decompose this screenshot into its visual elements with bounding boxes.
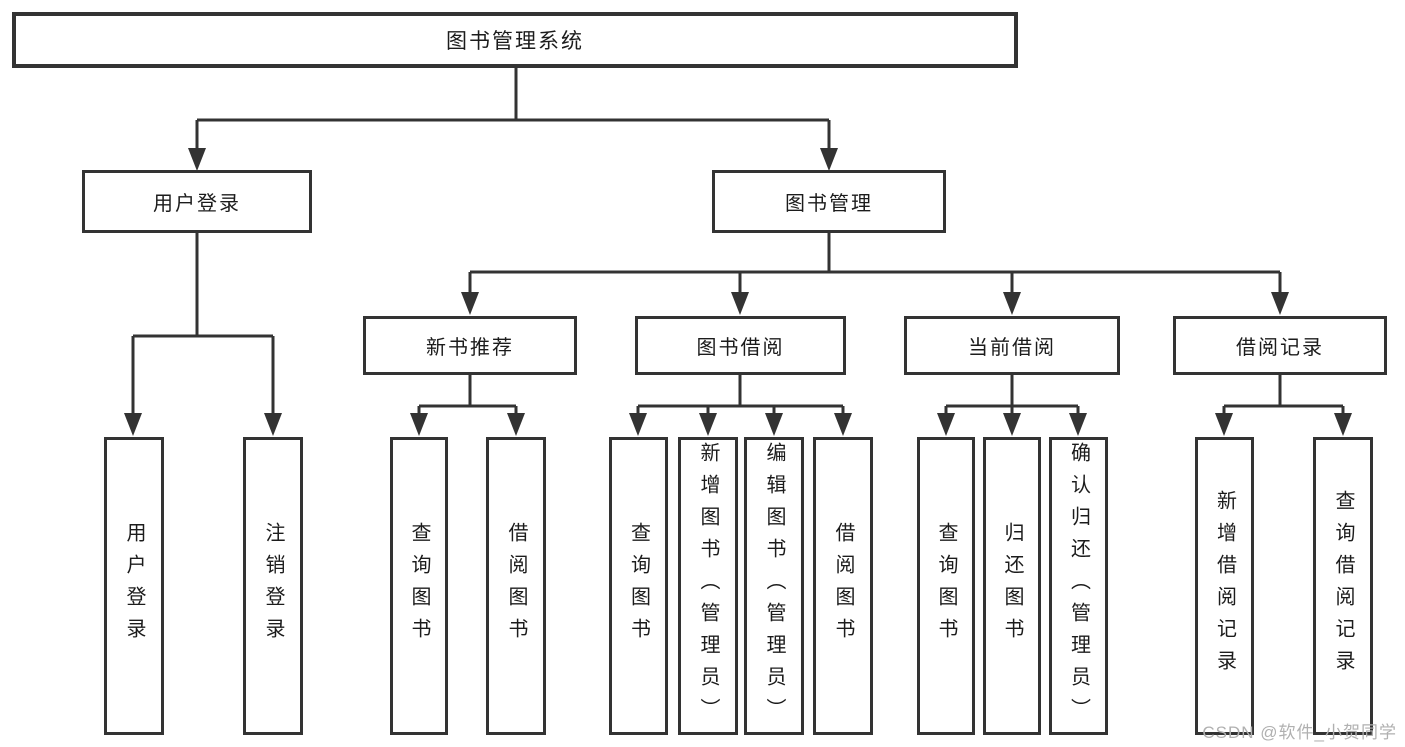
arrow-icon: [937, 413, 955, 436]
node-label: 借阅记录: [1236, 337, 1324, 359]
node-return-books: 归还图书: [983, 437, 1041, 735]
watermark: CSDN @软件_小贺同学: [1202, 723, 1397, 742]
connector-current-borrowing: [944, 375, 1080, 414]
node-label: 查询图书: [627, 522, 650, 650]
arrow-icon: [1334, 413, 1352, 436]
node-label: 新增借阅记录: [1213, 490, 1236, 682]
node-label: 借阅图书: [505, 522, 527, 650]
node-logout: 注销登录: [243, 437, 303, 735]
node-edit-books-admin: 编辑图书（管理员）: [744, 437, 804, 735]
arrow-icon: [410, 413, 428, 436]
node-user-login-leaf: 用户登录: [104, 437, 164, 735]
node-confirm-return-admin: 确认归还（管理员）: [1049, 437, 1108, 735]
arrow-icon: [461, 292, 479, 315]
node-borrowing-records: 借阅记录: [1173, 316, 1387, 375]
node-label: 编辑图书（管理员）: [763, 442, 785, 730]
node-label: 查询图书: [935, 522, 957, 650]
arrow-icon: [731, 292, 749, 315]
arrow-icon: [1271, 292, 1289, 315]
connector-new-book-recommend: [417, 375, 518, 414]
arrowheads: [124, 148, 1352, 436]
connector-root: [195, 68, 831, 149]
node-library-management-system: 图书管理系统: [12, 12, 1018, 68]
connector-user-login: [131, 233, 275, 414]
arrow-icon: [629, 413, 647, 436]
node-borrow-books: 借阅图书: [813, 437, 873, 735]
node-new-book-recommend: 新书推荐: [363, 316, 577, 375]
arrow-icon: [507, 413, 525, 436]
connector-book-borrowing: [636, 375, 845, 414]
arrow-icon: [1003, 292, 1021, 315]
connector-borrowing-records: [1222, 375, 1345, 414]
node-label: 查询借阅记录: [1332, 490, 1354, 682]
arrow-icon: [820, 148, 838, 171]
node-book-management: 图书管理: [712, 170, 946, 233]
node-label: 新增图书（管理员）: [697, 442, 719, 730]
node-query-books-borrowing: 查询图书: [609, 437, 668, 735]
node-query-books-current: 查询图书: [917, 437, 975, 735]
arrow-icon: [124, 413, 142, 436]
node-add-borrow-record: 新增借阅记录: [1195, 437, 1254, 735]
node-label: 图书管理: [785, 193, 873, 215]
node-user-login: 用户登录: [82, 170, 312, 233]
arrow-icon: [264, 413, 282, 436]
node-label: 用户登录: [123, 522, 145, 650]
arrow-icon: [1215, 413, 1233, 436]
node-label: 图书借阅: [696, 337, 785, 359]
connector-book-management: [468, 233, 1282, 293]
node-label: 确认归还（管理员）: [1067, 442, 1090, 730]
node-label: 归还图书: [1001, 522, 1023, 650]
node-label: 当前借阅: [968, 337, 1056, 359]
node-query-books-recommend: 查询图书: [390, 437, 448, 735]
arrow-icon: [765, 413, 783, 436]
arrow-icon: [834, 413, 852, 436]
node-label: 借阅图书: [832, 522, 854, 650]
node-label: 注销登录: [262, 522, 284, 650]
node-query-borrow-record: 查询借阅记录: [1313, 437, 1373, 735]
node-borrow-books-recommend: 借阅图书: [486, 437, 546, 735]
node-current-borrowing: 当前借阅: [904, 316, 1120, 375]
arrow-icon: [1069, 413, 1087, 436]
node-label: 新书推荐: [426, 337, 514, 359]
arrow-icon: [188, 148, 206, 171]
node-label: 图书管理系统: [446, 30, 584, 53]
arrow-icon: [699, 413, 717, 436]
arrow-icon: [1003, 413, 1021, 436]
node-book-borrowing: 图书借阅: [635, 316, 846, 375]
node-add-books-admin: 新增图书（管理员）: [678, 437, 738, 735]
node-label: 查询图书: [408, 522, 430, 650]
node-label: 用户登录: [153, 193, 241, 215]
